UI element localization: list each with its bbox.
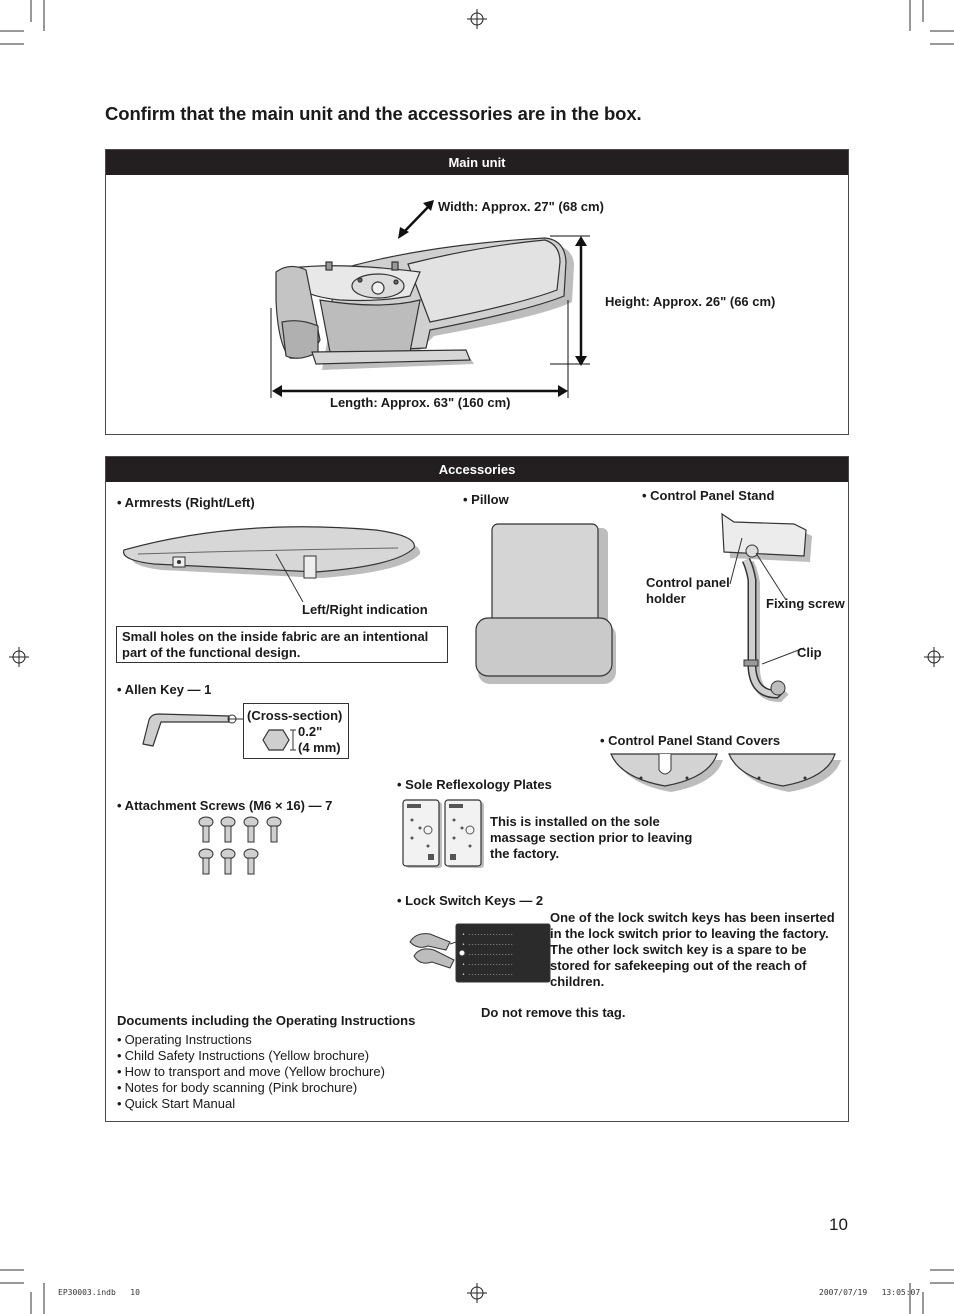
lock-keys-note-2: in the lock switch prior to leaving the … bbox=[550, 926, 829, 941]
allen-key-label: • Allen Key — 1 bbox=[117, 682, 212, 697]
footer-file-info: EP30003.indb 10 bbox=[58, 1288, 140, 1297]
lock-keys-note-4: stored for safekeeping out of the reach … bbox=[550, 958, 807, 973]
length-dimension: Length: Approx. 63" (160 cm) bbox=[330, 395, 511, 410]
left-right-indication-label: Left/Right indication bbox=[302, 602, 428, 617]
registration-mark-top bbox=[467, 9, 487, 29]
fixing-screw-label: Fixing screw bbox=[766, 596, 845, 611]
list-item: Child Safety Instructions (Yellow brochu… bbox=[117, 1048, 385, 1064]
main-unit-panel: Main unit bbox=[105, 149, 849, 435]
clip-label: Clip bbox=[797, 645, 822, 660]
screw-3 bbox=[243, 816, 259, 843]
sole-plates-label: • Sole Reflexology Plates bbox=[397, 777, 552, 792]
documents-list: Operating Instructions Child Safety Inst… bbox=[117, 1032, 385, 1112]
list-item: How to transport and move (Yellow brochu… bbox=[117, 1064, 385, 1080]
massage-chair-illustration bbox=[270, 200, 590, 398]
key-icon bbox=[409, 933, 455, 969]
page-number: 10 bbox=[829, 1215, 848, 1234]
lock-keys-note-5: children. bbox=[550, 974, 605, 989]
page-title: Confirm that the main unit and the acces… bbox=[105, 103, 642, 124]
control-panel-holder-label-1: Control panel bbox=[646, 575, 730, 590]
screw-6 bbox=[220, 848, 236, 875]
screw-5 bbox=[198, 848, 214, 875]
do-not-remove-tag-note: Do not remove this tag. bbox=[481, 1005, 626, 1020]
main-unit-header: Main unit bbox=[106, 150, 848, 175]
control-panel-stand-illustration bbox=[721, 512, 812, 703]
lock-keys-label: • Lock Switch Keys — 2 bbox=[397, 893, 544, 908]
height-dimension: Height: Approx. 26" (66 cm) bbox=[605, 294, 776, 309]
stand-covers-label: • Control Panel Stand Covers bbox=[600, 733, 781, 748]
pillow-illustration bbox=[475, 523, 616, 684]
control-panel-stand-label: • Control Panel Stand bbox=[642, 488, 775, 503]
screw-1 bbox=[198, 816, 214, 843]
control-panel-holder-label-2: holder bbox=[646, 591, 686, 606]
width-dimension: Width: Approx. 27" (68 cm) bbox=[438, 199, 604, 214]
cross-section-box bbox=[243, 703, 349, 759]
sole-plates-note-2: massage section prior to leaving bbox=[490, 830, 693, 845]
screw-4 bbox=[266, 816, 282, 843]
list-item: Quick Start Manual bbox=[117, 1096, 385, 1112]
registration-mark-left bbox=[9, 647, 29, 667]
armrest-fabric-note: Small holes on the inside fabric are an … bbox=[116, 626, 448, 663]
allen-key-pointer-line bbox=[228, 718, 244, 720]
lock-keys-illustration bbox=[409, 923, 551, 983]
hexagon-cross-section-icon bbox=[262, 729, 296, 751]
attachment-screws-illustration bbox=[198, 816, 282, 875]
lock-tag-print: • --------------- • --------------- • --… bbox=[462, 932, 514, 978]
armrests-label: • Armrests (Right/Left) bbox=[117, 495, 255, 510]
registration-mark-bottom bbox=[467, 1283, 487, 1303]
sole-plates-illustration bbox=[402, 799, 484, 868]
registration-mark-right bbox=[924, 647, 944, 667]
sole-plates-note-3: the factory. bbox=[490, 846, 560, 861]
attachment-screws-label: • Attachment Screws (M6 × 16) — 7 bbox=[117, 798, 333, 813]
armrest-illustration bbox=[123, 526, 421, 603]
lock-keys-note-1: One of the lock switch keys has been ins… bbox=[550, 910, 835, 925]
sole-plates-note-1: This is installed on the sole bbox=[490, 814, 660, 829]
screw-7 bbox=[243, 848, 259, 875]
cross-section-label: (Cross-section) bbox=[247, 708, 343, 723]
accessories-header: Accessories bbox=[106, 457, 848, 482]
stand-covers-illustration bbox=[610, 753, 841, 792]
cross-section-size-mm: (4 mm) bbox=[298, 740, 341, 755]
list-item: Notes for body scanning (Pink brochure) bbox=[117, 1080, 385, 1096]
footer-timestamp: 2007/07/19 13:05:07 bbox=[819, 1288, 921, 1297]
accessories-panel: Accessories bbox=[105, 456, 849, 1122]
list-item: Operating Instructions bbox=[117, 1032, 385, 1048]
cross-section-size-in: 0.2" bbox=[298, 724, 323, 739]
pillow-label: • Pillow bbox=[463, 492, 509, 507]
lock-keys-note-3: The other lock switch key is a spare to … bbox=[550, 942, 807, 957]
screw-2 bbox=[220, 816, 236, 843]
documents-heading: Documents including the Operating Instru… bbox=[117, 1013, 416, 1028]
